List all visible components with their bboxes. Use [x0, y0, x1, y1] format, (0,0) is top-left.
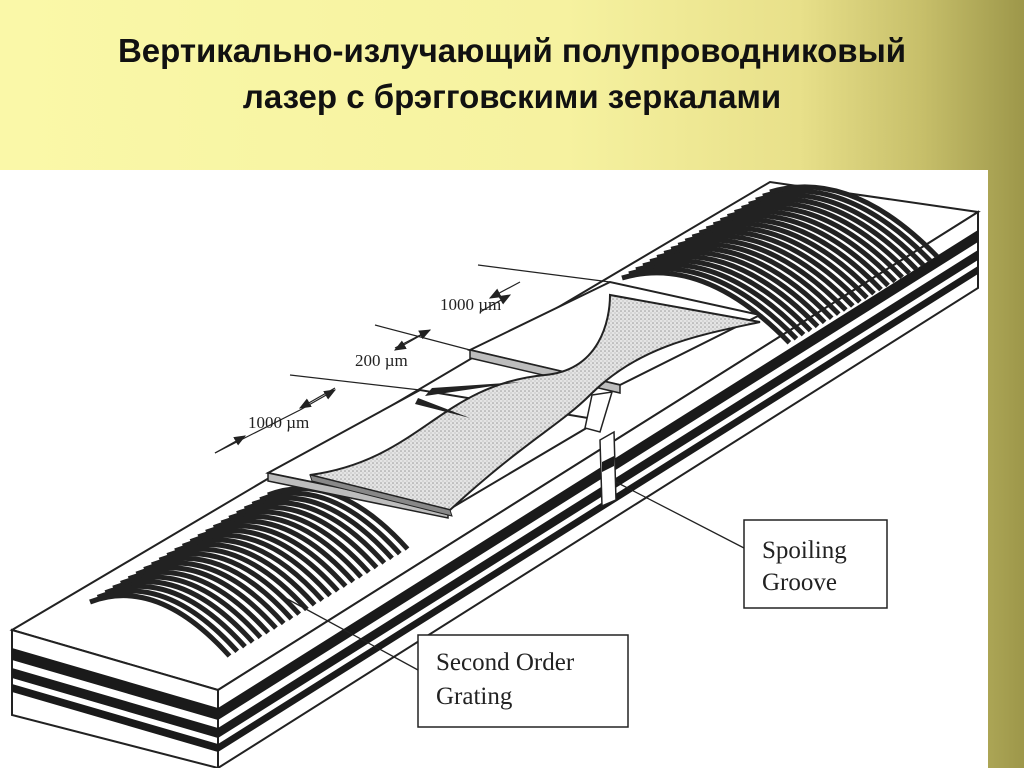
grating-groove — [127, 569, 271, 635]
grating-label-line2: Grating — [436, 683, 513, 710]
grating-groove — [174, 542, 317, 607]
grating-callout-box — [417, 634, 629, 728]
grating-groove — [212, 518, 356, 584]
grating-groove — [181, 537, 325, 602]
grating-groove — [166, 546, 309, 612]
dimension-lines — [214, 264, 611, 454]
grating-groove — [112, 579, 255, 644]
grating-groove — [691, 229, 862, 304]
dimension-label-bottom: 1000 µm — [248, 413, 309, 432]
grating-groove — [135, 565, 278, 630]
grating-groove — [628, 266, 799, 341]
dimension-label-middle: 200 µm — [355, 351, 408, 370]
grating-groove — [656, 249, 827, 325]
side-face-layers — [218, 230, 978, 752]
grating-groove — [712, 217, 883, 292]
grating-leader — [279, 594, 419, 671]
spoiling-groove-label-line1: Spoiling — [762, 537, 847, 564]
spoiling-groove-cut-right — [584, 391, 614, 433]
title-line-1: Вертикально-излучающий полупроводниковый — [117, 32, 907, 69]
grating-groove — [727, 208, 897, 284]
grating-groove — [143, 560, 286, 626]
grating-groove — [96, 588, 240, 654]
grating-groove — [259, 490, 402, 556]
spoiling-groove-cut-left-2 — [415, 398, 470, 418]
slide-title: Вертикально-излучающий полупроводниковый… — [0, 28, 1024, 120]
grating-groove — [677, 237, 848, 312]
spoiling-groove-callout-box — [743, 519, 888, 609]
grating-groove — [719, 213, 890, 288]
grating-label-line1: Second Order — [436, 649, 575, 676]
grating-groove — [197, 528, 340, 593]
spoiling-groove-leader — [615, 481, 745, 549]
grating-groove — [705, 221, 876, 296]
dimension-label-top: 1000 µm — [440, 295, 501, 314]
grating-groove — [649, 254, 820, 329]
tapered-gain-region — [309, 293, 761, 512]
grating-groove — [734, 204, 904, 280]
grating-groove — [670, 241, 841, 316]
grating-groove — [151, 556, 294, 621]
grating-groove — [89, 593, 232, 658]
grating-groove — [236, 504, 379, 570]
spoiling-groove-label-line2: Groove — [762, 569, 837, 596]
grating-groove — [769, 184, 940, 259]
title-line-2: лазер с брэгговскими зеркалами — [242, 78, 782, 115]
front-face-layers — [12, 648, 218, 752]
spoiling-groove-cut-left — [425, 382, 520, 396]
grating-groove — [684, 233, 855, 308]
grating-groove — [698, 225, 869, 300]
grating-groove — [663, 245, 834, 320]
gain-region-edge — [309, 474, 453, 517]
grating-groove — [762, 188, 933, 263]
grating-groove — [120, 574, 263, 640]
grating-groove — [642, 258, 813, 333]
grating-groove — [755, 192, 926, 267]
grating-groove — [104, 583, 247, 649]
grating-groove — [748, 196, 919, 271]
grating-groove — [251, 495, 394, 560]
grating-right — [621, 184, 940, 345]
grating-groove — [243, 500, 387, 565]
grating-groove — [205, 523, 348, 588]
laser-diagram-figure: 1000 µm 200 µm 1000 µm Spoiling Groove S… — [0, 170, 988, 768]
grating-groove — [228, 509, 371, 574]
grating-groove — [635, 262, 806, 337]
laser-diagram: 1000 µm 200 µm 1000 µm Spoiling Groove S… — [9, 180, 981, 768]
grating-left — [89, 486, 410, 658]
grating-groove — [741, 200, 912, 275]
spoiling-groove-notch-dark — [602, 456, 614, 472]
grating-groove — [189, 532, 332, 598]
grating-groove — [220, 514, 363, 579]
grating-groove — [621, 270, 792, 345]
